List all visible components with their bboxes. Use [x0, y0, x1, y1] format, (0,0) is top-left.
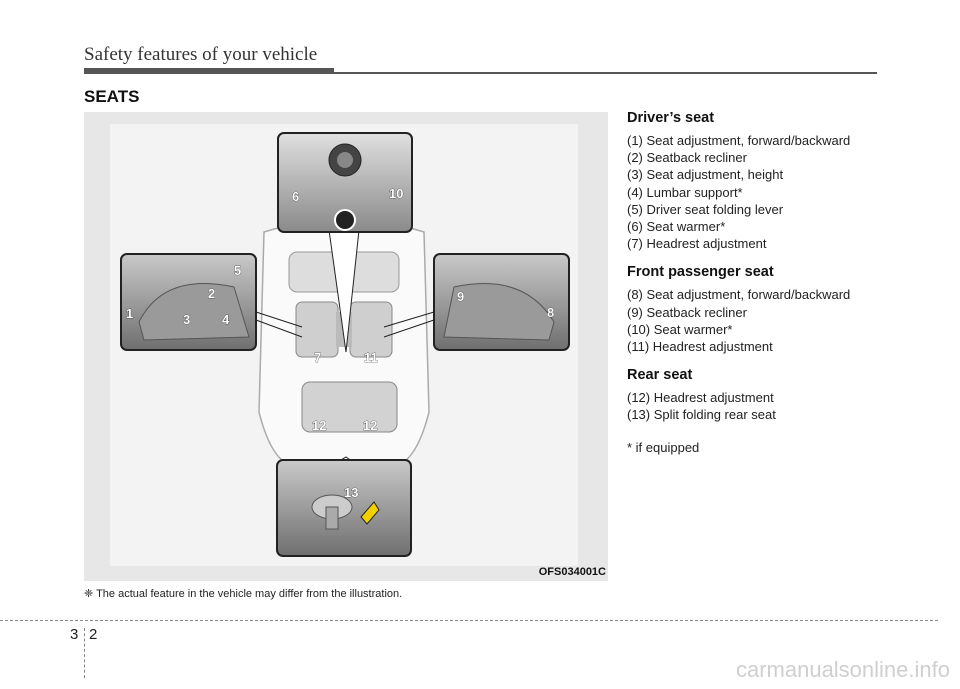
- callout-13: 13: [344, 485, 358, 500]
- callout-8: 8: [547, 305, 554, 320]
- callout-11: 11: [364, 350, 378, 365]
- list-item: (3) Seat adjustment, height: [627, 167, 784, 183]
- group-title: Rear seat: [627, 367, 693, 384]
- list-item: (12) Headrest adjustment: [627, 390, 774, 406]
- list-item: (6) Seat warmer*: [627, 219, 726, 235]
- callout-10: 10: [389, 186, 403, 201]
- list-item: (4) Lumbar support*: [627, 184, 743, 200]
- header-title: Safety features of your vehicle: [84, 44, 318, 65]
- callout-9: 9: [457, 289, 464, 304]
- callout-12a: 12: [312, 418, 326, 433]
- seat-descriptions: Driver’s seat (1) Seat adjustment, forwa…: [627, 110, 927, 455]
- list-item: (2) Seatback recliner: [627, 150, 747, 166]
- list-item: (8) Seat adjustment, forward/backward: [627, 287, 851, 303]
- list-item: (13) Split folding rear seat: [627, 407, 776, 423]
- list-item: (5) Driver seat folding lever: [627, 201, 784, 217]
- header-rule: [84, 68, 334, 74]
- list-item: (1) Seat adjustment, forward/backward: [627, 133, 851, 148]
- driver-seat-shape: [138, 283, 250, 341]
- callout-2: 2: [208, 286, 215, 301]
- driver-seat-top: [295, 301, 339, 358]
- list-item: (10) Seat warmer*: [627, 321, 733, 337]
- console-knob-center: [337, 152, 353, 168]
- driver-pointer: [255, 311, 303, 328]
- page-chapter: 3: [70, 626, 79, 643]
- rear-seat-group: Rear seat (12) Headrest adjustment (13) …: [627, 367, 927, 423]
- callout-3: 3: [183, 312, 190, 327]
- callout-12b: 12: [363, 418, 377, 433]
- passenger-pointer-2: [383, 319, 435, 338]
- passenger-seat-top: [349, 301, 393, 358]
- section-title: SEATS: [84, 87, 140, 106]
- console-button: [334, 209, 356, 231]
- seats-diagram: 1 2 3 4 5 6 7 8 9 10 11 12 12 13: [110, 124, 578, 566]
- footer-divider: [0, 620, 938, 621]
- callout-1: 1: [126, 306, 133, 321]
- footnote: * if equipped: [627, 439, 700, 455]
- footer-vertical-divider: [84, 628, 85, 678]
- list-item: (9) Seatback recliner: [627, 304, 747, 320]
- front-passenger-seat-group: Front passenger seat (8) Seat adjustment…: [627, 264, 927, 355]
- group-title: Driver’s seat: [627, 110, 715, 126]
- arrow-icon: [360, 501, 380, 525]
- watermark: carmanualsonline.info: [735, 657, 950, 682]
- illustration-note: ❈ The actual feature in the vehicle may …: [84, 588, 403, 600]
- rear-seat-top: [301, 381, 398, 433]
- console-inset: [277, 132, 413, 233]
- callout-6: 6: [292, 189, 299, 204]
- callout-4: 4: [222, 312, 230, 327]
- figure-code: OFS034001C: [538, 566, 606, 578]
- group-title: Front passenger seat: [627, 264, 774, 281]
- list-item: (7) Headrest adjustment: [627, 236, 767, 252]
- passenger-pointer: [383, 311, 435, 328]
- seats-illustration: 1 2 3 4 5 6 7 8 9 10 11 12 12 13 OFS0340…: [84, 112, 608, 581]
- driver-seat-group: Driver’s seat (1) Seat adjustment, forwa…: [627, 110, 927, 252]
- callout-5: 5: [234, 263, 241, 278]
- header-rule-thin: [84, 72, 877, 74]
- passenger-seat-shape: [443, 283, 555, 341]
- page-number: 2: [89, 626, 98, 643]
- callout-7: 7: [314, 350, 321, 365]
- list-item: (11) Headrest adjustment: [627, 339, 773, 355]
- rear-latch-stem: [325, 506, 339, 530]
- driver-pointer-2: [255, 319, 303, 338]
